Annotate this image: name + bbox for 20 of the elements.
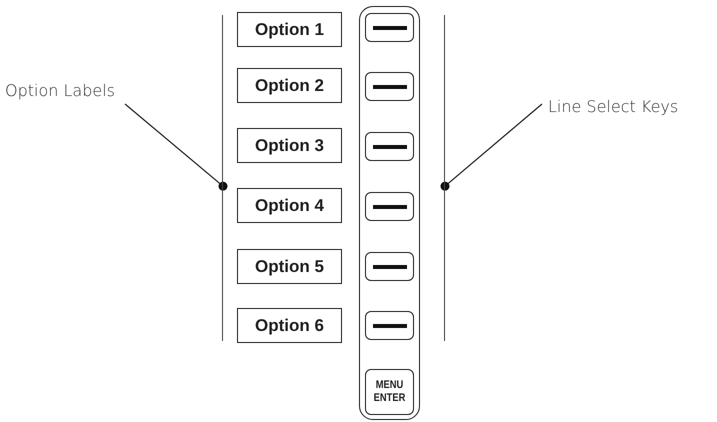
line-select-key xyxy=(365,192,414,221)
line-select-key xyxy=(365,72,414,101)
line-select-key xyxy=(365,13,414,42)
leader-line xyxy=(124,104,228,191)
option-label: Option 4 xyxy=(237,188,342,223)
option-label: Option 3 xyxy=(237,128,342,163)
keypad-panel xyxy=(359,6,420,420)
callout-text: Option Labels xyxy=(5,78,135,102)
option-label: Option 6 xyxy=(237,308,342,343)
option-label: Option 2 xyxy=(237,68,342,103)
callout-text: Line Select Keys xyxy=(548,94,713,118)
bracket-line xyxy=(222,15,225,341)
bracket-line xyxy=(444,15,447,341)
option-label: Option 1 xyxy=(237,12,342,47)
option-label: Option 5 xyxy=(237,249,342,284)
menu-enter-key: MENU ENTER xyxy=(365,369,414,415)
line-select-key xyxy=(365,311,414,340)
line-select-key xyxy=(365,252,414,281)
leader-line xyxy=(440,104,542,191)
line-select-key xyxy=(365,132,414,161)
